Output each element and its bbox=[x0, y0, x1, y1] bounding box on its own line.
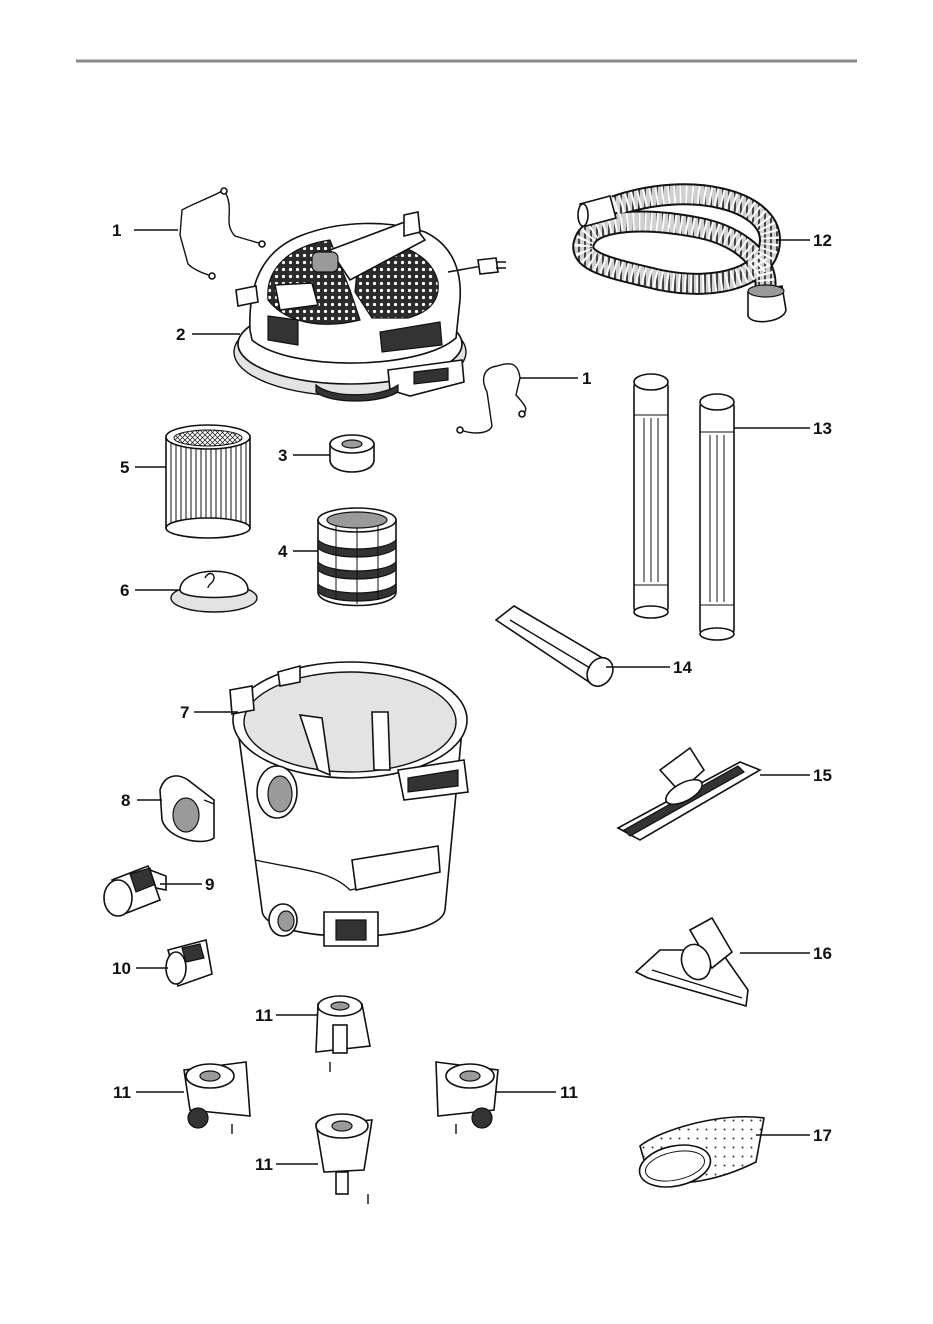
floor-nozzle bbox=[618, 748, 760, 840]
callout-8: 8 bbox=[121, 791, 130, 810]
collection-tank bbox=[230, 662, 468, 946]
callout-1-lower: 1 bbox=[582, 369, 591, 388]
inlet-deflector bbox=[160, 776, 214, 842]
callout-2: 2 bbox=[176, 325, 185, 344]
callout-11-right: 11 bbox=[560, 1083, 578, 1102]
cartridge-filter bbox=[166, 425, 250, 538]
callout-16: 16 bbox=[813, 944, 832, 963]
callout-13: 13 bbox=[813, 419, 832, 438]
utility-nozzle bbox=[636, 918, 748, 1006]
callout-5: 5 bbox=[120, 458, 129, 477]
caster-top bbox=[316, 996, 370, 1072]
caster-left bbox=[184, 1062, 250, 1134]
handle-lower bbox=[457, 364, 526, 433]
hose-connector bbox=[104, 866, 166, 916]
callout-14: 14 bbox=[673, 658, 692, 677]
caster-bottom bbox=[316, 1114, 372, 1204]
callout-17: 17 bbox=[813, 1126, 832, 1145]
callout-7: 7 bbox=[180, 703, 189, 722]
callout-10: 10 bbox=[112, 959, 131, 978]
callout-15: 15 bbox=[813, 766, 832, 785]
callout-11-top: 11 bbox=[255, 1006, 273, 1025]
crevice-tool bbox=[496, 606, 618, 691]
hose-adapter bbox=[166, 940, 212, 986]
dust-bag bbox=[636, 1117, 764, 1193]
callout-11-bottom: 11 bbox=[255, 1155, 273, 1174]
filter-lid bbox=[171, 571, 257, 612]
motor-head bbox=[234, 212, 506, 401]
handle-upper bbox=[180, 188, 265, 279]
extension-wands bbox=[634, 374, 734, 640]
callout-12: 12 bbox=[813, 231, 832, 250]
hose bbox=[578, 194, 786, 321]
callout-9: 9 bbox=[205, 875, 214, 894]
callout-4: 4 bbox=[278, 542, 288, 561]
caster-right bbox=[436, 1062, 498, 1134]
callout-3: 3 bbox=[278, 446, 287, 465]
callout-6: 6 bbox=[120, 581, 129, 600]
foam-ring bbox=[330, 435, 374, 472]
callout-labels: 1 2 1 3 4 5 6 7 8 9 10 11 11 11 11 12 13… bbox=[112, 221, 832, 1174]
callout-1-upper: 1 bbox=[112, 221, 121, 240]
filter-cage bbox=[318, 508, 396, 606]
callout-11-left: 11 bbox=[113, 1083, 131, 1102]
